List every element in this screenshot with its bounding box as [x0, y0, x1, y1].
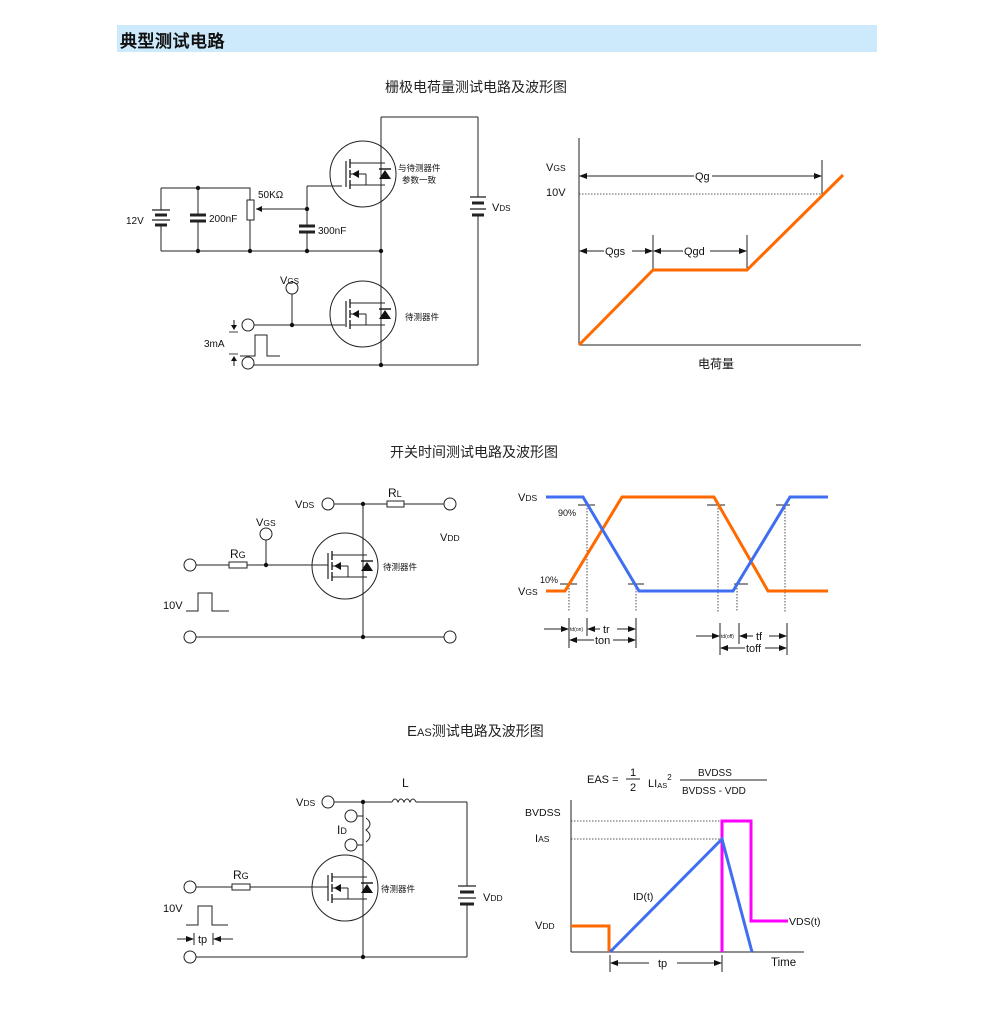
- wave-vds-label: VDS: [518, 492, 537, 504]
- formula-lhs: EAS =: [587, 774, 619, 786]
- switching-figure-title: 开关时间测试电路及波形图: [390, 445, 558, 461]
- current-arrows: [229, 320, 238, 366]
- id-trace: [608, 836, 754, 954]
- switching-vdd-label: VDD: [440, 532, 460, 544]
- gate-charge-figure-title: 栅极电荷量测试电路及波形图: [385, 80, 567, 96]
- vgs-axis-label: VGS: [546, 162, 566, 174]
- reference-mosfet-symbol: [329, 140, 397, 208]
- eas-dut-label: 待测器件: [381, 884, 416, 895]
- pct90-label: 90%: [558, 508, 576, 518]
- eas-wave-vdd-label: VDD: [535, 920, 555, 932]
- switching-vds-label: VDS: [295, 499, 314, 511]
- eas-circuit: [177, 795, 476, 964]
- bvdss-label: BVDSS: [525, 807, 561, 819]
- eas-vdd-label: VDD: [483, 892, 503, 904]
- cap-200nf-label: 200nF: [209, 214, 237, 225]
- idt-label: ID(t): [633, 891, 653, 903]
- battery-12v-label: 12V: [126, 216, 144, 227]
- switching-circuit: [183, 497, 457, 644]
- tr-label: tr: [603, 624, 610, 636]
- dut-mosfet-symbol: [329, 280, 397, 348]
- ias-label: IAS: [535, 833, 550, 845]
- eas-dut-mosfet-symbol: [311, 854, 379, 922]
- charge-axis-label: 电荷量: [698, 357, 734, 371]
- junction-dot: [195, 185, 201, 191]
- current-3ma-label: 3mA: [204, 339, 225, 350]
- junction-dot: [378, 248, 384, 254]
- eas-pulse-label: 10V: [163, 903, 183, 915]
- ref-device-label-2: 参数一致: [402, 175, 437, 186]
- vdst-label: VDS(t): [789, 916, 821, 928]
- junction-dot: [289, 322, 295, 328]
- pct10-label: 10%: [540, 575, 558, 585]
- junction-dot: [304, 206, 310, 212]
- switching-dut-label: 待测器件: [383, 562, 418, 573]
- gate-charge-circuit-junctions: [195, 185, 384, 368]
- rl-label: RL: [388, 486, 402, 500]
- id-probe-label: ID: [337, 823, 347, 837]
- gate-charge-circuit: [152, 116, 486, 370]
- wave-vgs-label: VGS: [518, 586, 538, 598]
- eas-figure-title: EAS测试电路及波形图: [407, 723, 544, 740]
- ton-label: ton: [595, 635, 610, 647]
- junction-dot: [360, 634, 366, 640]
- junction-dot: [304, 248, 310, 254]
- formula-num: 1: [630, 767, 636, 779]
- cap-300nf-label: 300nF: [318, 226, 346, 237]
- vgs-switching-trace: [546, 495, 828, 593]
- switching-rg-label: RG: [230, 547, 246, 561]
- formula-frac-num: BVDSS: [698, 768, 732, 779]
- vgs-probe-label: VGS: [280, 275, 299, 287]
- vds-switching-trace: [546, 495, 828, 593]
- formula-mid: LIAS2: [648, 773, 672, 790]
- td-off-label: td(off): [721, 634, 734, 640]
- junction-dot: [360, 501, 366, 507]
- junction-dot: [247, 248, 253, 254]
- formula-den: 2: [630, 782, 636, 794]
- eas-vds-label: VDS: [296, 797, 315, 809]
- gate-charge-trace: [577, 173, 845, 347]
- eas-formula: EAS = 1 2 LIAS2 BVDSS BVDSS - VDD: [587, 767, 767, 797]
- vds-eas-trace: [720, 819, 788, 952]
- eas-tp-label: tp: [198, 934, 207, 946]
- eas-circuit-junctions: [360, 799, 366, 960]
- formula-frac-den: BVDSS - VDD: [682, 786, 746, 797]
- vdd-trace: [571, 924, 611, 952]
- toff-label: toff: [746, 643, 762, 655]
- inductor-label: L: [402, 776, 409, 790]
- section-title: 典型测试电路: [120, 32, 225, 52]
- switching-circuit-junctions: [263, 501, 366, 640]
- section-header: 典型测试电路: [117, 25, 877, 52]
- eas-rg-label: RG: [233, 868, 249, 882]
- eas-waveform-axes: [570, 800, 804, 972]
- junction-dot: [378, 362, 384, 368]
- qg-label: Qg: [695, 171, 710, 183]
- qgs-label: Qgs: [605, 246, 626, 258]
- junction-dot: [195, 248, 201, 254]
- dut-label: 待测器件: [405, 312, 440, 323]
- gate-charge-waveform-axes: [578, 138, 861, 346]
- junction-dot: [360, 954, 366, 960]
- time-axis-label: Time: [771, 957, 796, 969]
- level-10v-label: 10V: [546, 187, 566, 199]
- tf-label: tf: [756, 631, 763, 643]
- switching-pulse-label: 10V: [163, 600, 183, 612]
- td-on-label: td(on): [570, 627, 583, 633]
- junction-dot: [360, 799, 366, 805]
- pot-50k-label: 50KΩ: [258, 190, 284, 201]
- switching-vgs-label: VGS: [256, 517, 276, 529]
- ref-device-label-1: 与待测器件: [398, 163, 441, 174]
- qgd-label: Qgd: [684, 246, 705, 258]
- eas-wave-tp-label: tp: [658, 958, 667, 970]
- vds-source-label: VDS: [492, 202, 510, 214]
- switching-dut-mosfet-symbol: [311, 532, 379, 600]
- junction-dot: [263, 562, 269, 568]
